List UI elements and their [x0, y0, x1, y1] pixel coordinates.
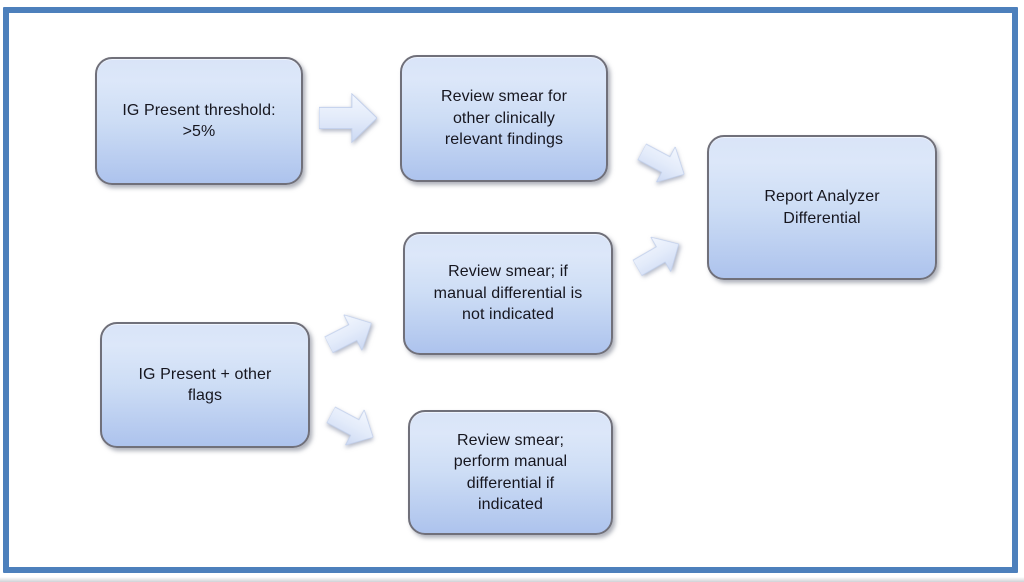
node-review-smear-no-manual-diff-label: Review smear; if manual differential is …: [433, 263, 583, 324]
node-report-analyzer-differential-label: Report Analyzer Differential: [764, 188, 880, 227]
arrow-threshold-to-review-icon: [319, 93, 377, 143]
canvas-border: [3, 7, 1018, 573]
arrow-no-manual-to-report-icon: [632, 236, 680, 277]
node-review-smear-manual-diff: Review smear; perform manual differentia…: [408, 410, 613, 535]
node-review-smear-findings-label: Review smear for other clinically releva…: [440, 88, 568, 149]
node-ig-present-other-flags-label: IG Present + other flags: [138, 365, 272, 405]
node-review-smear-findings: Review smear for other clinically releva…: [400, 55, 608, 182]
node-ig-present-threshold-label: IG Present threshold: >5%: [122, 101, 276, 141]
arrow-flags-to-no-manual-icon: [324, 314, 372, 354]
node-report-analyzer-differential: Report Analyzer Differential: [707, 135, 937, 280]
arrow-review-to-report-icon: [637, 143, 685, 183]
node-review-smear-manual-diff-label: Review smear; perform manual differentia…: [453, 431, 568, 514]
arrow-flags-to-manual-icon: [326, 406, 374, 446]
bottom-page-shadow: [0, 577, 1024, 582]
node-ig-present-other-flags: IG Present + other flags: [100, 322, 310, 448]
node-review-smear-no-manual-diff: Review smear; if manual differential is …: [403, 232, 613, 355]
node-ig-present-threshold: IG Present threshold: >5%: [95, 57, 303, 185]
